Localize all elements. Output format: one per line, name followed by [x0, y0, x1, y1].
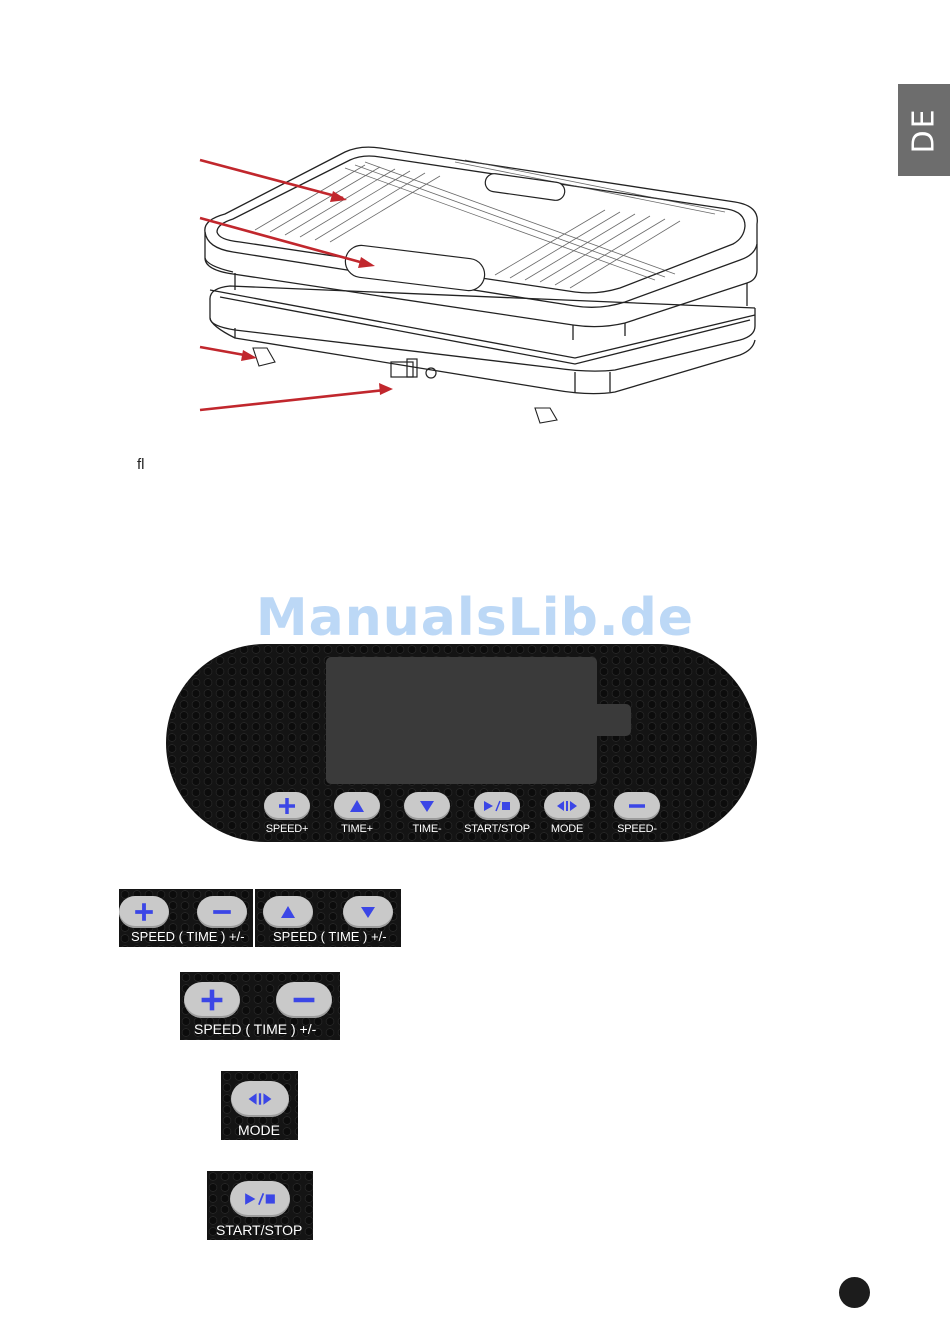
example2-plus-pill	[184, 982, 240, 1018]
time-plus-label: TIME+	[332, 823, 382, 835]
speed-plus-button[interactable]: SPEED+	[262, 792, 312, 835]
triangle-up-icon	[279, 904, 297, 920]
example-minus-pill	[197, 896, 247, 928]
speed-plus-minus-example: SPEED ( TIME ) +/-	[119, 889, 253, 947]
watermark: ManualsLib.de	[0, 588, 950, 648]
figure-label: fl	[137, 456, 145, 473]
mode-button[interactable]: MODE	[542, 792, 592, 835]
minus-icon	[291, 987, 317, 1013]
start-stop-label: START/STOP	[462, 823, 532, 835]
mode-icon	[247, 1091, 273, 1107]
example-time-label: SPEED ( TIME ) +/-	[273, 929, 387, 944]
speed-plus-label: SPEED+	[262, 823, 312, 835]
example-speed-label: SPEED ( TIME ) +/-	[131, 929, 245, 944]
page-number-badge	[839, 1277, 870, 1308]
mode-example: MODE	[221, 1071, 298, 1140]
mode-icon	[556, 799, 578, 813]
speed-minus-button[interactable]: SPEED-	[612, 792, 662, 835]
speed-minus-pill[interactable]	[614, 792, 660, 820]
example-plus-pill	[119, 896, 169, 928]
time-up-down-example: SPEED ( TIME ) +/-	[255, 889, 401, 947]
vibration-plate-illustration	[195, 140, 785, 440]
mode-pill[interactable]	[544, 792, 590, 820]
plus-icon	[277, 796, 297, 816]
plus-icon	[133, 901, 155, 923]
time-minus-pill[interactable]	[404, 792, 450, 820]
example-start-stop-pill	[230, 1181, 290, 1217]
example-up-pill	[263, 896, 313, 928]
time-minus-label: TIME-	[402, 823, 452, 835]
speed-plus-pill[interactable]	[264, 792, 310, 820]
mode-label: MODE	[542, 823, 592, 835]
lcd-display-tab	[595, 704, 631, 736]
minus-icon	[627, 796, 647, 816]
time-minus-button[interactable]: TIME-	[402, 792, 452, 835]
plus-icon	[199, 987, 225, 1013]
example-down-pill	[343, 896, 393, 928]
language-tab-label: DE	[907, 107, 942, 153]
triangle-down-icon	[359, 904, 377, 920]
play-stop-icon	[243, 1191, 277, 1207]
speed-plus-minus-example-2: SPEED ( TIME ) +/-	[180, 972, 340, 1040]
time-plus-pill[interactable]	[334, 792, 380, 820]
triangle-up-icon	[348, 798, 366, 814]
example-mode-pill	[231, 1081, 289, 1117]
triangle-down-icon	[418, 798, 436, 814]
language-tab: DE	[898, 84, 950, 176]
start-stop-pill[interactable]	[474, 792, 520, 820]
example2-speed-label: SPEED ( TIME ) +/-	[194, 1021, 316, 1037]
start-stop-example: START/STOP	[207, 1171, 313, 1240]
play-stop-icon	[483, 799, 511, 813]
minus-icon	[211, 901, 233, 923]
time-plus-button[interactable]: TIME+	[332, 792, 382, 835]
example-start-stop-label: START/STOP	[216, 1222, 302, 1238]
start-stop-button[interactable]: START/STOP	[462, 792, 532, 835]
speed-minus-label: SPEED-	[612, 823, 662, 835]
control-panel: SPEED+ TIME+ TIME- START/STOP	[166, 644, 757, 842]
example2-minus-pill	[276, 982, 332, 1018]
lcd-display	[326, 657, 597, 784]
example-mode-label: MODE	[238, 1122, 280, 1138]
